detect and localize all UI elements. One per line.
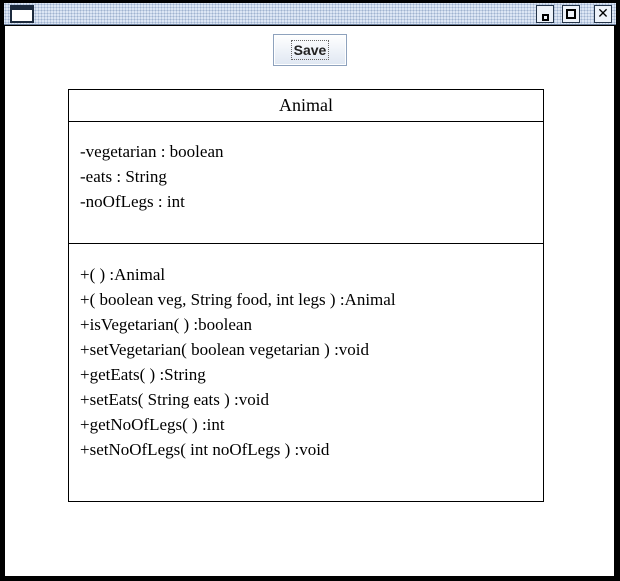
uml-class-box: Animal -vegetarian : boolean -eats : Str… — [68, 89, 544, 502]
close-icon[interactable]: ✕ — [594, 5, 612, 23]
attribute-item: -eats : String — [80, 167, 167, 186]
minimize-icon[interactable] — [536, 5, 554, 23]
save-button[interactable]: Save — [273, 34, 347, 66]
attributes-compartment: -vegetarian : boolean -eats : String -no… — [69, 122, 543, 244]
window-icon[interactable] — [10, 5, 34, 23]
method-item: +setVegetarian( boolean vegetarian ) :vo… — [80, 340, 370, 359]
method-item: +( ) :Animal — [80, 265, 166, 284]
method-item: +( boolean veg, String food, int legs ) … — [80, 290, 396, 309]
method-item: +getEats( ) :String — [80, 365, 206, 384]
method-item: +setNoOfLegs( int noOfLegs ) :void — [80, 440, 330, 459]
save-button-label: Save — [290, 40, 330, 60]
content-pane: Save Animal -vegetarian : boolean -eats … — [5, 26, 614, 576]
title-bar[interactable]: ✕ — [4, 3, 616, 25]
method-item: +getNoOfLegs( ) :int — [80, 415, 225, 434]
method-item: +isVegetarian( ) :boolean — [80, 315, 252, 334]
maximize-icon[interactable] — [562, 5, 580, 23]
attribute-item: -vegetarian : boolean — [80, 142, 224, 161]
method-item: +setEats( String eats ) :void — [80, 390, 270, 409]
methods-compartment: +( ) :Animal +( boolean veg, String food… — [69, 244, 543, 462]
class-name: Animal — [69, 90, 543, 122]
attribute-item: -noOfLegs : int — [80, 192, 185, 211]
